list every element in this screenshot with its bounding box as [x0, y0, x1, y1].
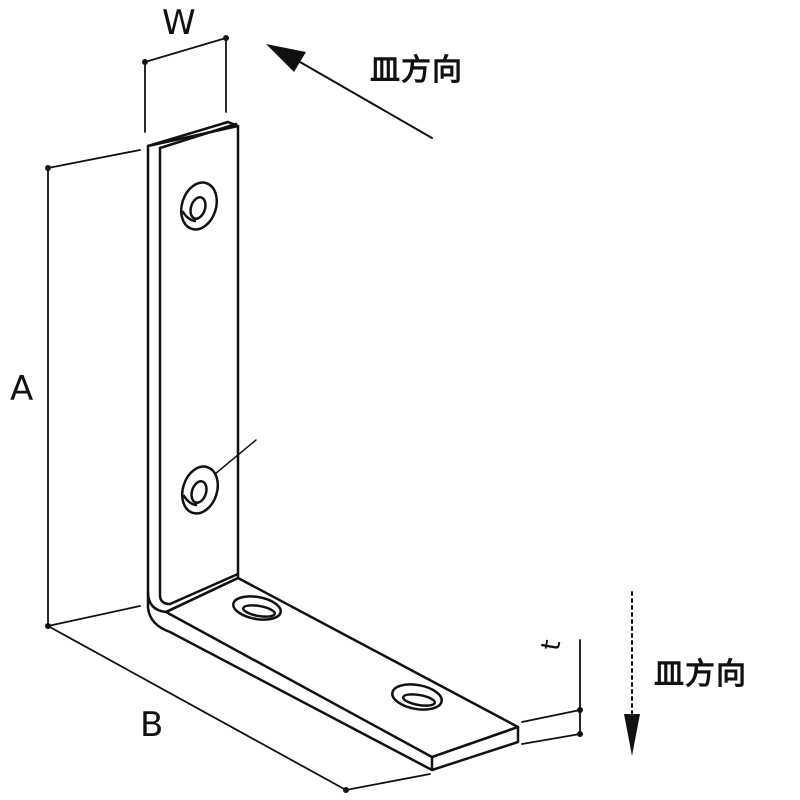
- dimension-a: [47, 149, 141, 627]
- slot-far: [391, 683, 443, 711]
- vertical-leg-top: [146, 120, 240, 150]
- slot-near: [232, 595, 282, 621]
- vertical-leg-thickness: [158, 146, 240, 606]
- label-a: A: [10, 369, 34, 409]
- dimension-dots: [45, 35, 583, 793]
- vertical-leg-front: [146, 124, 240, 614]
- hole-upper: [179, 181, 219, 231]
- hole-leader-line: [214, 439, 257, 475]
- dimension-t: [521, 639, 581, 745]
- direction-label-top: 皿方向: [370, 53, 463, 88]
- label-b: B: [140, 705, 164, 745]
- horizontal-leg-side: [146, 590, 434, 772]
- hole-lower: [180, 465, 220, 515]
- dimension-b: [47, 625, 431, 791]
- dimension-w: [144, 37, 227, 133]
- direction-arrow-bottom-icon: [624, 591, 640, 756]
- horizontal-leg-top: [164, 576, 520, 759]
- direction-arrow-top-icon: [266, 44, 433, 139]
- label-w: W: [162, 3, 196, 43]
- direction-label-bottom: 皿方向: [654, 657, 747, 692]
- horizontal-leg-end: [430, 725, 520, 772]
